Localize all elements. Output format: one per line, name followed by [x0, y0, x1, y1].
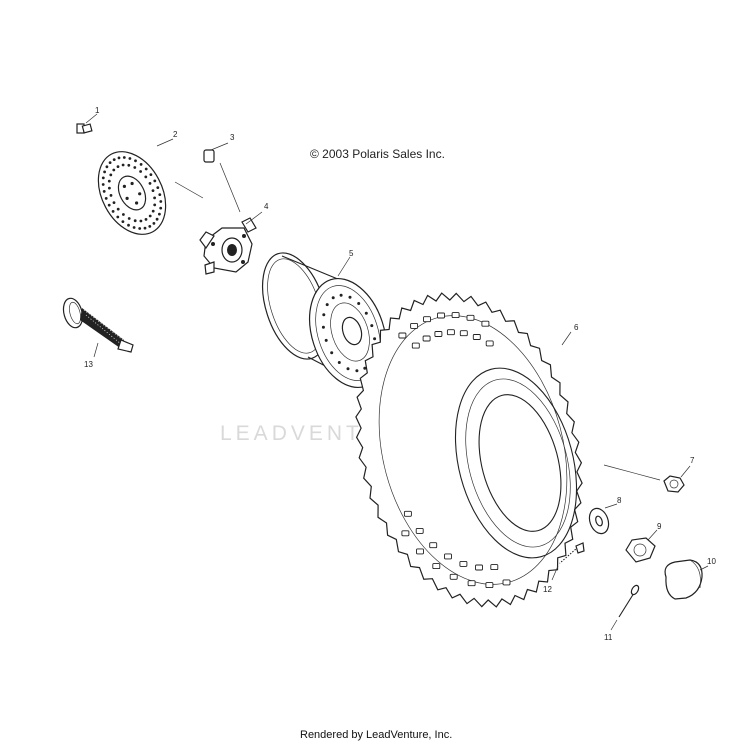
- part-7-nut: [603, 464, 691, 493]
- callout-5: 5: [349, 249, 354, 258]
- part-6-tire: [355, 292, 583, 608]
- callout-11: 11: [604, 633, 613, 642]
- callout-7: 7: [690, 456, 695, 465]
- callout-13: 13: [84, 360, 93, 369]
- part-4-hub: [199, 211, 263, 275]
- callout-3: 3: [230, 133, 235, 142]
- part-11-cotter-pin: [610, 584, 640, 631]
- part-2-brake-disc: [97, 138, 204, 235]
- callout-2: 2: [173, 130, 178, 139]
- part-9-castle-nut: [625, 529, 658, 563]
- part-3-stud: [203, 142, 241, 213]
- callout-8: 8: [617, 496, 622, 505]
- rendered-by-text: Rendered by LeadVenture, Inc.: [300, 729, 452, 741]
- callout-4: 4: [264, 202, 269, 211]
- callout-1: 1: [95, 106, 100, 115]
- callout-12: 12: [543, 585, 552, 594]
- callout-6: 6: [574, 323, 579, 332]
- callout-10: 10: [707, 557, 716, 566]
- copyright-text: © 2003 Polaris Sales Inc.: [310, 147, 445, 161]
- part-8-washer: [588, 503, 618, 535]
- part-1-bolt: [76, 113, 98, 134]
- callout-9: 9: [657, 522, 662, 531]
- part-10-dust-cap: [664, 559, 709, 600]
- part-13-axle: [62, 297, 134, 358]
- part-12-bolt: [551, 542, 585, 581]
